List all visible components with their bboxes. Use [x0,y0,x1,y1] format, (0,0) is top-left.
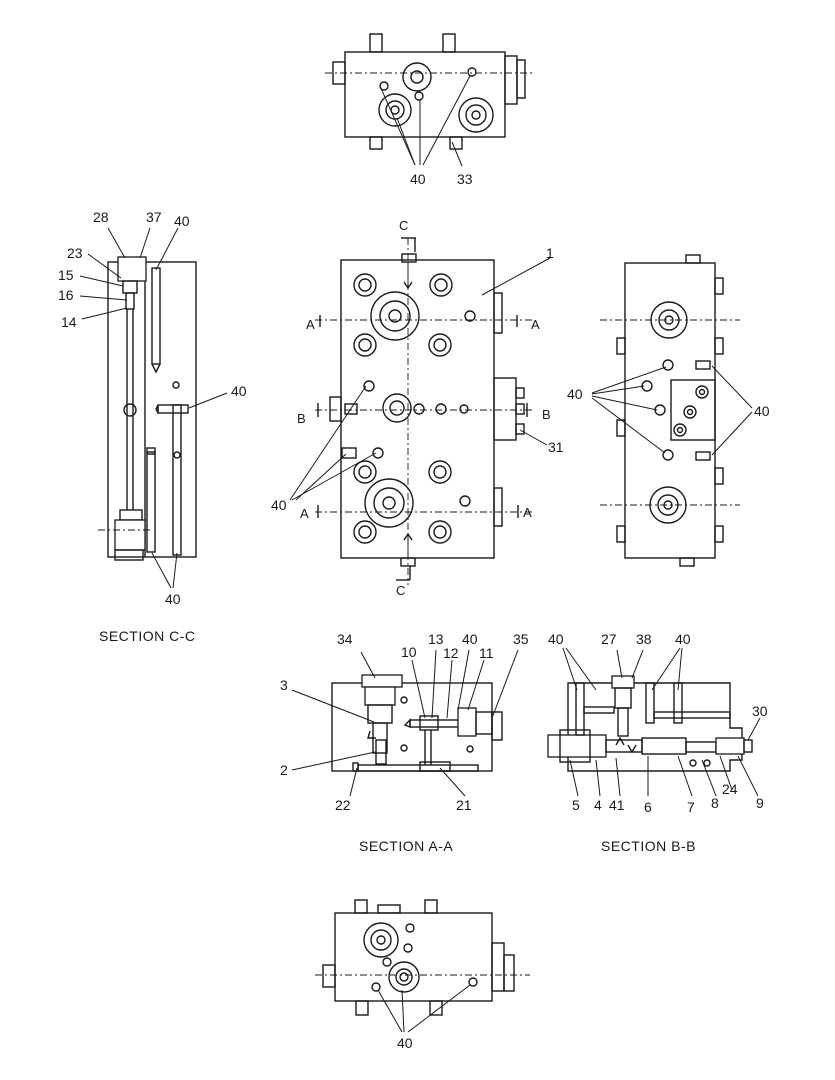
part-number-40: 40 [548,631,564,647]
part-number-4: 4 [594,797,602,813]
part-number-11: 11 [479,645,494,661]
callouts-right-view [591,365,753,456]
part-number-14: 14 [61,314,77,330]
part-number-2: 2 [280,762,288,778]
caption-section-bb: SECTION B-B [601,838,696,854]
part-number-6: 6 [644,799,652,815]
part-number-8: 8 [711,795,719,811]
part-number-16: 16 [58,287,74,303]
part-number-5: 5 [572,797,580,813]
part-number-41: 41 [609,797,625,813]
part-number-35: 35 [513,631,529,647]
section-markers [317,237,528,581]
part-number-40: 40 [174,213,190,229]
caption-section-aa: SECTION A-A [359,838,453,854]
section-mark-c-top: C [399,218,408,233]
section-mark-a-left: A [306,317,315,332]
part-number-40: 40 [754,403,770,419]
part-number-27: 27 [601,631,617,647]
section-mark-b-right: B [542,407,551,422]
part-number-23: 23 [67,245,83,261]
caption-section-cc: SECTION C-C [99,628,196,644]
part-number-30: 30 [752,703,768,719]
callouts-section-cc [79,227,228,589]
part-number-22: 22 [335,797,351,813]
right-side-view [600,254,740,567]
section-bb-view [547,675,753,772]
part-number-33: 33 [457,171,473,187]
section-mark-a-right: A [531,317,540,332]
section-mark-a-right: A [523,505,532,520]
part-number-1: 1 [546,245,554,261]
callouts-section-bb [562,647,761,797]
front-view [315,238,535,585]
part-number-28: 28 [93,209,109,225]
part-number-40: 40 [397,1035,413,1051]
part-number-40: 40 [567,386,583,402]
part-number-40: 40 [675,631,691,647]
part-number-40: 40 [165,591,181,607]
part-number-34: 34 [337,631,353,647]
part-number-38: 38 [636,631,652,647]
part-number-40: 40 [462,631,478,647]
bottom-view [315,899,530,1016]
part-number-13: 13 [428,631,444,647]
section-cc-view [98,256,197,561]
part-number-31: 31 [548,439,564,455]
part-number-12: 12 [443,645,459,661]
part-number-21: 21 [456,797,472,813]
part-number-40: 40 [271,497,287,513]
part-number-7: 7 [687,799,695,815]
top-view [325,33,535,150]
section-mark-c-bottom: C [396,583,405,598]
section-mark-b-left: B [297,411,306,426]
part-number-3: 3 [280,677,288,693]
section-mark-a-left: A [300,506,309,521]
part-number-9: 9 [756,795,764,811]
part-number-40: 40 [410,171,426,187]
part-number-37: 37 [146,209,162,225]
callout-40-bottom [377,984,471,1033]
callout-40-top [379,75,471,166]
part-number-15: 15 [58,267,74,283]
callouts-section-aa [291,649,519,797]
part-number-10: 10 [401,644,417,660]
part-number-40: 40 [231,383,247,399]
part-number-24: 24 [722,781,738,797]
section-aa-view [331,674,503,772]
callouts-front-view [289,257,551,501]
